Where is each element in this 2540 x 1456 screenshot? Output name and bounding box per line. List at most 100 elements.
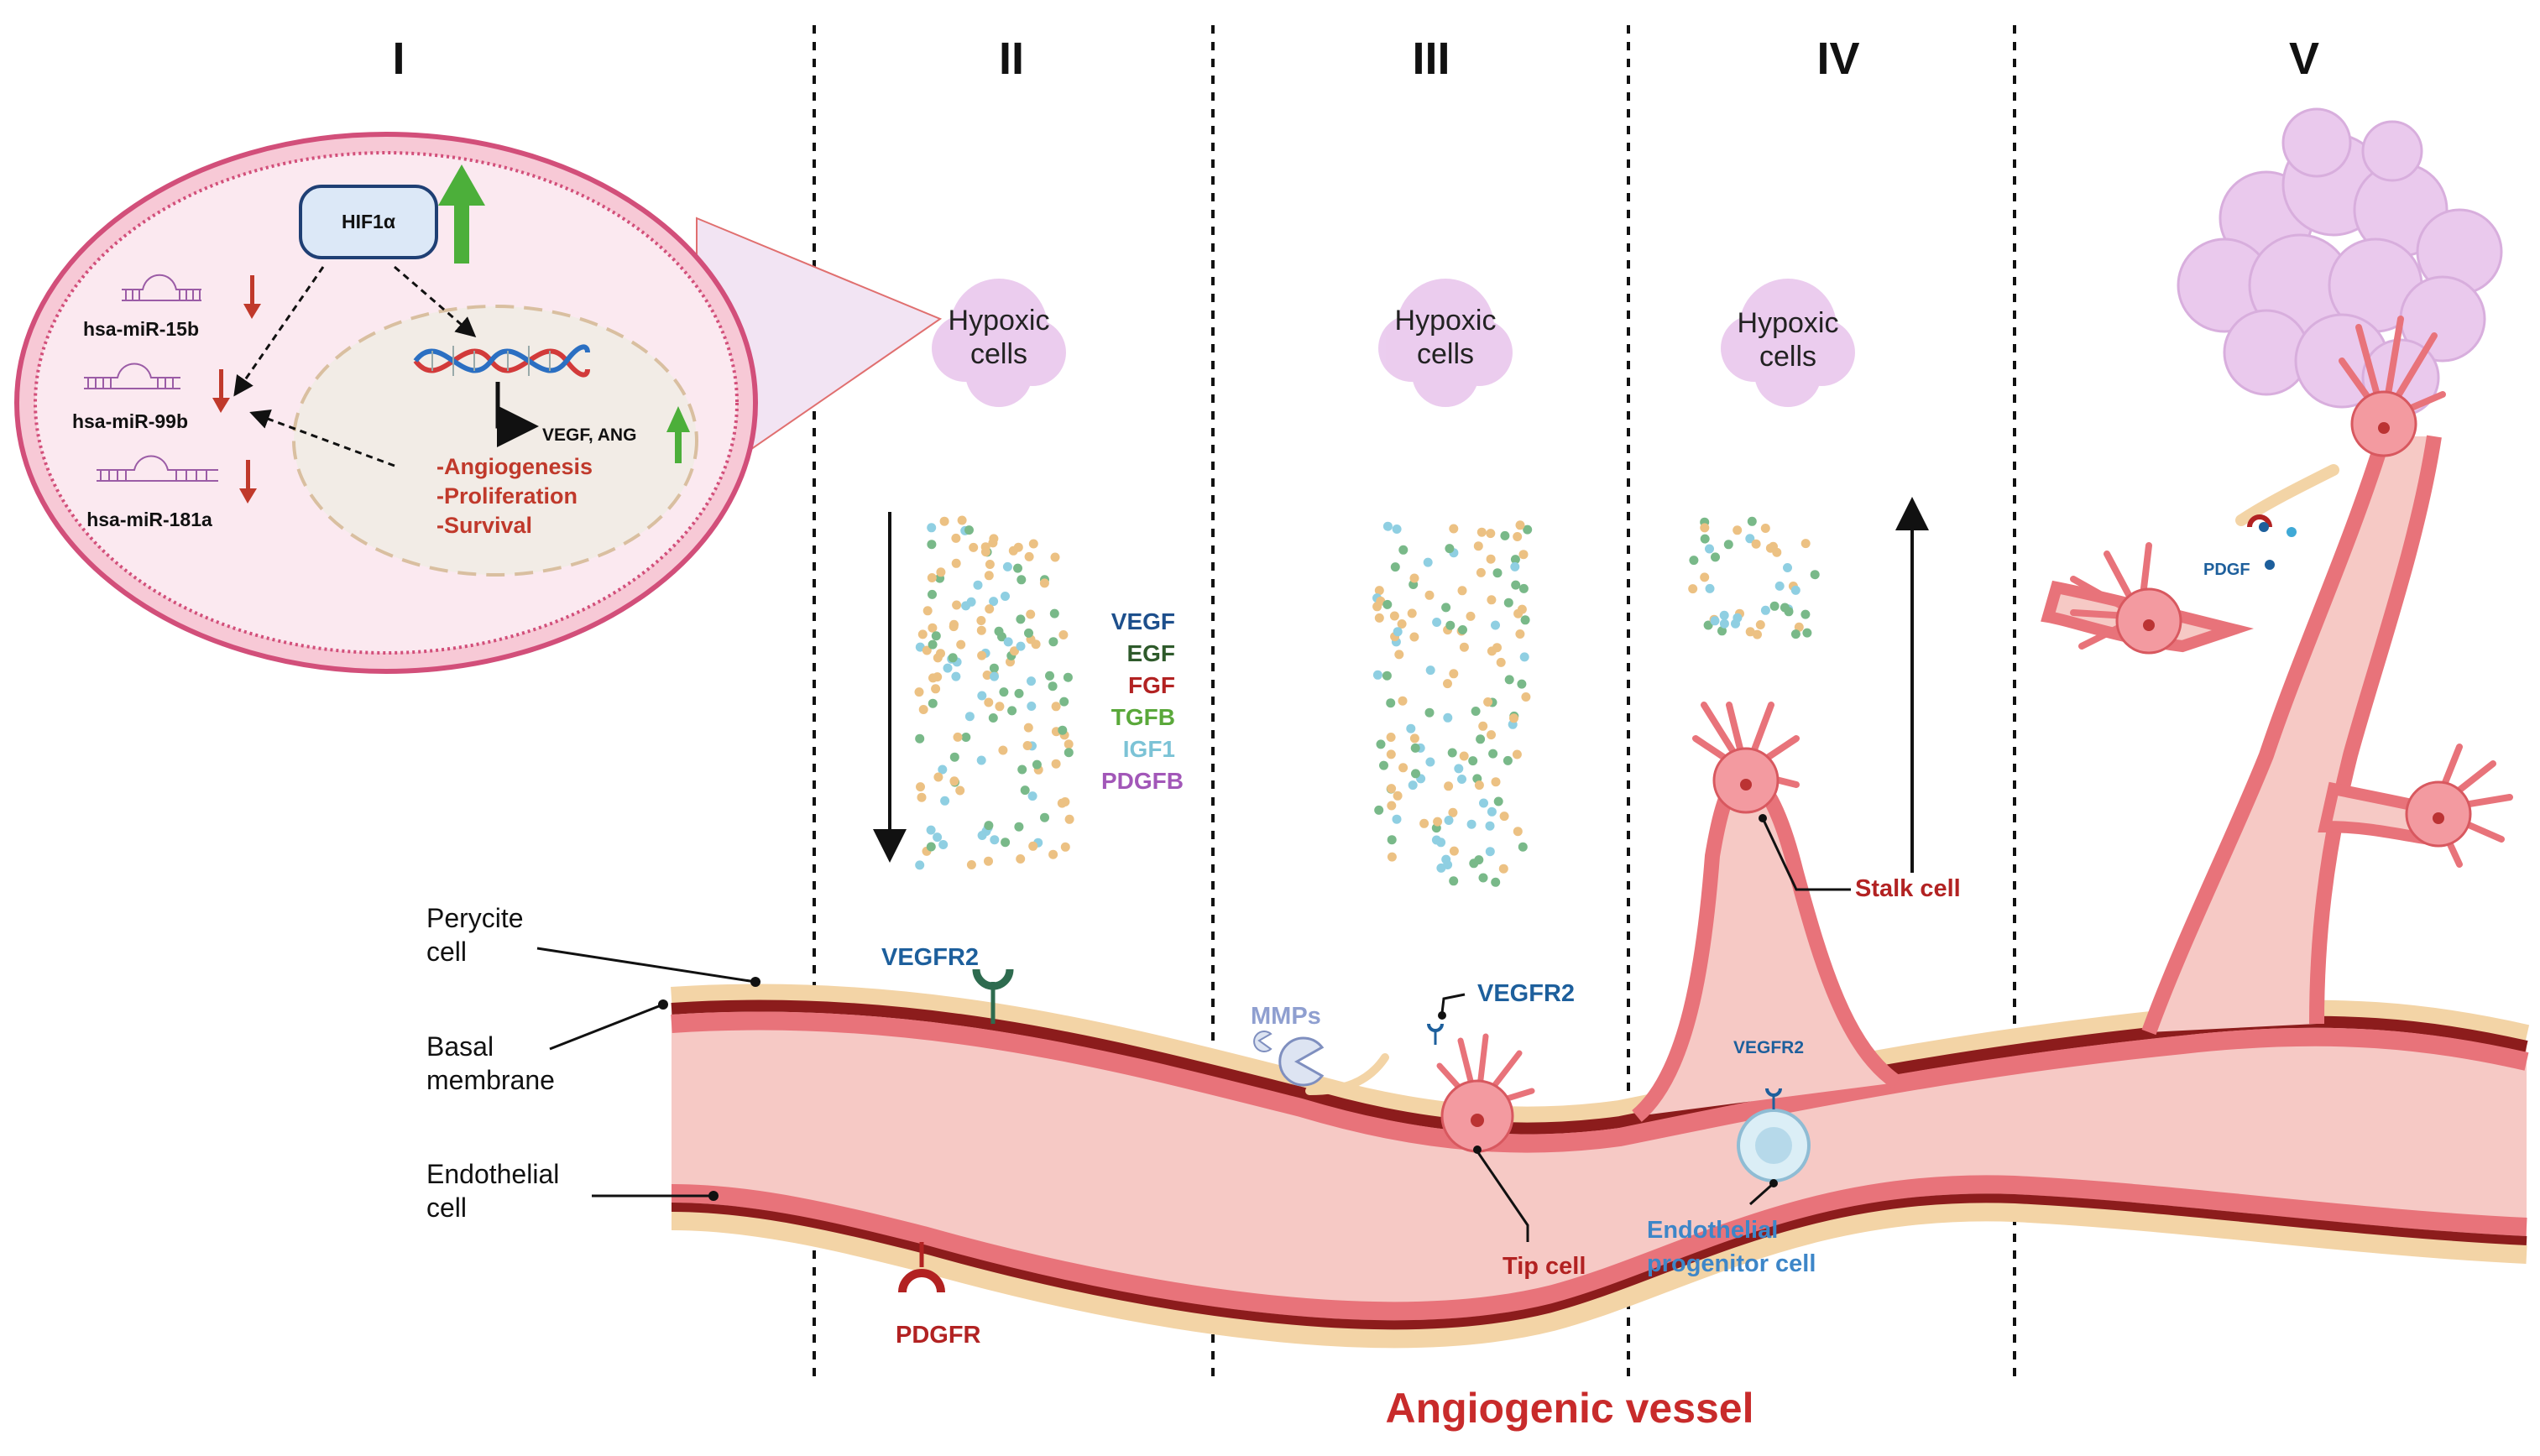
growth-factor-dot	[1487, 595, 1497, 605]
growth-factor-dot	[1040, 812, 1049, 822]
growth-factor-dot	[1406, 723, 1416, 733]
mirna-down-arrows	[212, 275, 261, 504]
growth-factor-dot	[1518, 842, 1528, 852]
growth-factor-dot	[998, 745, 1008, 755]
gf-pdgfb: PDGFB	[1101, 768, 1184, 794]
gf-fgf: FGF	[1128, 672, 1175, 698]
growth-factor-dot	[1747, 516, 1757, 526]
endothelial-label-line1: Endothelial	[426, 1159, 559, 1189]
growth-factor-dot	[1408, 780, 1418, 791]
tip-cell-label: Tip cell	[1503, 1253, 1586, 1280]
growth-factor-dot	[1458, 625, 1467, 634]
growth-factor-dot	[926, 842, 936, 852]
growth-factor-dot	[1476, 734, 1486, 744]
growth-factor-dot	[1060, 842, 1070, 852]
pdgfr-label: PDGFR	[896, 1322, 981, 1349]
growth-factor-dot	[1419, 818, 1429, 828]
growth-factor-dot	[1447, 748, 1457, 758]
growth-factor-dot	[1457, 586, 1467, 596]
endothelium-top	[671, 1011, 2529, 1153]
growth-factor-dot	[1717, 626, 1727, 636]
growth-factor-dot	[1386, 749, 1396, 759]
growth-factor-dot	[1387, 801, 1397, 811]
panel-label-1: I	[392, 34, 405, 84]
growth-factor-dot	[1392, 524, 1402, 534]
growth-factor-dot	[1379, 760, 1388, 770]
pdgf-label: PDGF	[2203, 561, 2250, 579]
growth-factor-dot	[1491, 620, 1500, 630]
growth-factor-dot	[1048, 637, 1058, 647]
down-arrow-icon-3	[239, 460, 257, 504]
growth-factor-dot	[1397, 619, 1407, 629]
growth-factor-dot	[1445, 620, 1456, 630]
growth-factor-dot	[1513, 827, 1523, 837]
growth-factor-dot	[1374, 613, 1384, 623]
growth-factor-dot	[1810, 570, 1820, 580]
growth-factor-dot	[1509, 713, 1518, 723]
growth-factor-dot	[961, 601, 971, 611]
growth-factor-dot	[980, 542, 990, 552]
vessel-lumen	[672, 1004, 2527, 1327]
growth-factor-dot	[1393, 627, 1403, 637]
growth-factor-dot	[1479, 798, 1488, 808]
tip-cell-panel-5-top	[2339, 316, 2446, 457]
growth-factor-dot	[1503, 598, 1513, 608]
hypoxic-cell-inset: HIF1α VEGF, ANG -	[14, 132, 758, 674]
hypoxic-label-line1: Hypoxic	[1395, 305, 1497, 337]
growth-factor-dot	[1024, 551, 1034, 561]
growth-factor-dot	[931, 684, 941, 694]
callout-dots	[658, 814, 1778, 1201]
perycite-label-line1: Perycite	[426, 903, 524, 933]
regulatory-arrows	[233, 265, 477, 467]
growth-factor-dot	[1386, 733, 1396, 742]
growth-factor-dot	[1064, 748, 1074, 758]
growth-factor-dot	[1020, 785, 1030, 796]
tip-cell-panel-4	[1692, 702, 1800, 814]
hypoxic-label-line2: cells	[1417, 338, 1474, 370]
growth-factor-dot	[1049, 608, 1059, 618]
epc-label-line1: Endothelial	[1647, 1217, 1778, 1244]
growth-factor-dot	[1503, 755, 1513, 765]
growth-factor-dot	[1048, 681, 1058, 691]
growth-factor-dot	[1425, 665, 1435, 676]
growth-factor-dot	[1060, 797, 1070, 806]
hif1a-label: HIF1α	[342, 211, 395, 232]
mmps-label: MMPs	[1251, 1003, 1321, 1030]
growth-factor-dot	[1486, 529, 1496, 539]
gene-label: VEGF, ANG	[542, 425, 636, 445]
growth-factor-dot	[936, 567, 946, 577]
growth-factor-dot	[973, 580, 983, 590]
growth-factor-dot	[1027, 676, 1036, 686]
growth-factor-dot	[961, 733, 971, 742]
vegfr2-receptor-small-icon	[1427, 1023, 1444, 1045]
growth-factor-dot	[1002, 561, 1012, 571]
growth-factor-dot	[918, 705, 928, 714]
basal-label-line2: membrane	[426, 1065, 555, 1095]
tip-cell-panel-3	[1436, 1033, 1535, 1153]
growth-factor-dot	[914, 687, 924, 697]
gf-igf1: IGF1	[1123, 736, 1175, 762]
growth-factor-dot	[1398, 696, 1408, 706]
growth-factor-dot	[1387, 835, 1397, 845]
growth-factor-dot	[951, 533, 961, 543]
growth-factor-dot	[1441, 854, 1451, 864]
growth-factor-dot	[969, 542, 979, 552]
growth-factor-dot	[1394, 650, 1404, 660]
growth-factor-dot	[1769, 541, 1778, 551]
growth-factor-dot	[1026, 609, 1036, 619]
growth-factor-dot	[1027, 702, 1037, 711]
diagram-title: Angiogenic vessel	[1385, 1385, 1753, 1432]
growth-factor-dot	[1513, 532, 1523, 541]
growth-factor-dot	[1487, 646, 1497, 656]
growth-factor-dot	[1445, 544, 1455, 554]
growth-factor-dot	[1001, 592, 1010, 601]
growth-factor-dot	[927, 523, 937, 533]
growth-factor-dot	[1689, 556, 1699, 566]
growth-factor-dot	[1723, 540, 1733, 550]
mirna-label-1: hsa-miR-15b	[83, 318, 199, 340]
growth-factor-dot	[938, 840, 949, 849]
growth-factor-dot	[1700, 523, 1710, 533]
growth-factor-dot	[1007, 706, 1017, 716]
growth-factor-dot	[984, 856, 993, 866]
dna-helix-icon	[413, 344, 590, 378]
